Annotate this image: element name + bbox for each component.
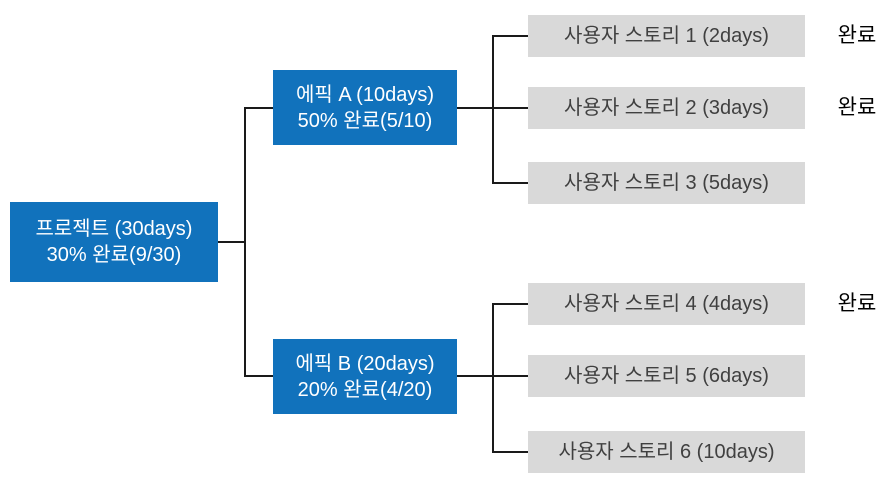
epic-b-node: 에픽 B (20days) 20% 완료(4/20): [273, 339, 457, 414]
connector-epic-a-in: [244, 107, 273, 109]
project-node-title: 프로젝트 (30days): [35, 218, 193, 240]
status-label-story-4: 완료: [837, 292, 877, 315]
connector-epics-trunk: [244, 107, 246, 377]
story-node-1: 사용자 스토리 1 (2days): [528, 15, 805, 57]
connector-epic-a-trunk: [492, 35, 494, 184]
epic-a-node: 에픽 A (10days) 50% 완료(5/10): [273, 70, 457, 145]
story-node-2: 사용자 스토리 2 (3days): [528, 87, 805, 129]
story-node-6: 사용자 스토리 6 (10days): [528, 431, 805, 473]
story-node-4: 사용자 스토리 4 (4days): [528, 283, 805, 325]
connector-story-5-in: [492, 375, 528, 377]
connector-story-2-in: [492, 107, 528, 109]
epic-b-title: 에픽 B (20days): [295, 352, 435, 375]
status-label-story-1: 완료: [837, 24, 877, 47]
connector-story-3-in: [492, 182, 528, 184]
connector-story-1-in: [492, 35, 528, 37]
connector-epic-b-out: [457, 375, 493, 377]
project-node-progress: 30% 완료(9/30): [46, 244, 182, 266]
connector-epic-a-out: [457, 107, 493, 109]
project-node: 프로젝트 (30days) 30% 완료(9/30): [10, 202, 218, 282]
connector-story-4-in: [492, 303, 528, 305]
story-node-3: 사용자 스토리 3 (5days): [528, 162, 805, 204]
epic-a-progress: 50% 완료(5/10): [297, 109, 433, 132]
connector-story-6-in: [492, 451, 528, 453]
status-label-story-2: 완료: [837, 96, 877, 119]
connector-epic-b-trunk: [492, 303, 494, 453]
connector-root-stub: [217, 241, 245, 243]
story-node-5: 사용자 스토리 5 (6days): [528, 355, 805, 397]
epic-b-progress: 20% 완료(4/20): [297, 378, 433, 401]
connector-epic-b-in: [244, 375, 273, 377]
epic-a-title: 에픽 A (10days): [296, 83, 434, 106]
